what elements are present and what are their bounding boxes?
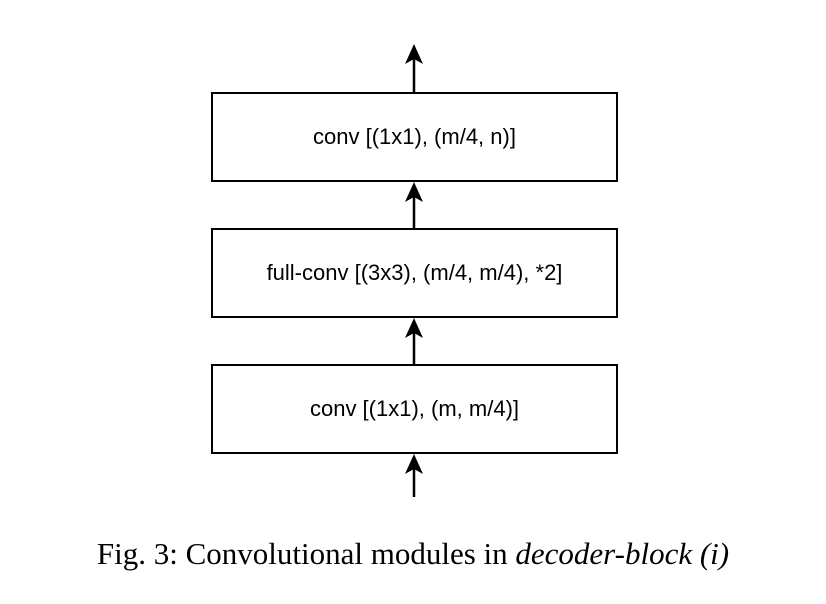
arrow-mid-to-top — [405, 182, 423, 228]
caption-emphasis: decoder-block (i) — [515, 536, 730, 571]
conv-module-top-label: conv [(1x1), (m/4, n)] — [313, 124, 516, 149]
full-conv-module-label: full-conv [(3x3), (m/4, m/4), *2] — [266, 260, 563, 285]
conv-module-bottom: conv [(1x1), (m, m/4)] — [211, 364, 618, 454]
full-conv-module: full-conv [(3x3), (m/4, m/4), *2] — [211, 228, 618, 318]
output-arrow — [405, 44, 423, 92]
figure-caption: Fig. 3: Convolutional modules in decoder… — [0, 536, 826, 572]
conv-module-top: conv [(1x1), (m/4, n)] — [211, 92, 618, 182]
arrow-bottom-to-mid — [405, 318, 423, 364]
input-arrow — [405, 454, 423, 497]
caption-prefix: Fig. 3: Convolutional modules in — [96, 536, 516, 571]
conv-module-bottom-label: conv [(1x1), (m, m/4)] — [309, 396, 520, 421]
